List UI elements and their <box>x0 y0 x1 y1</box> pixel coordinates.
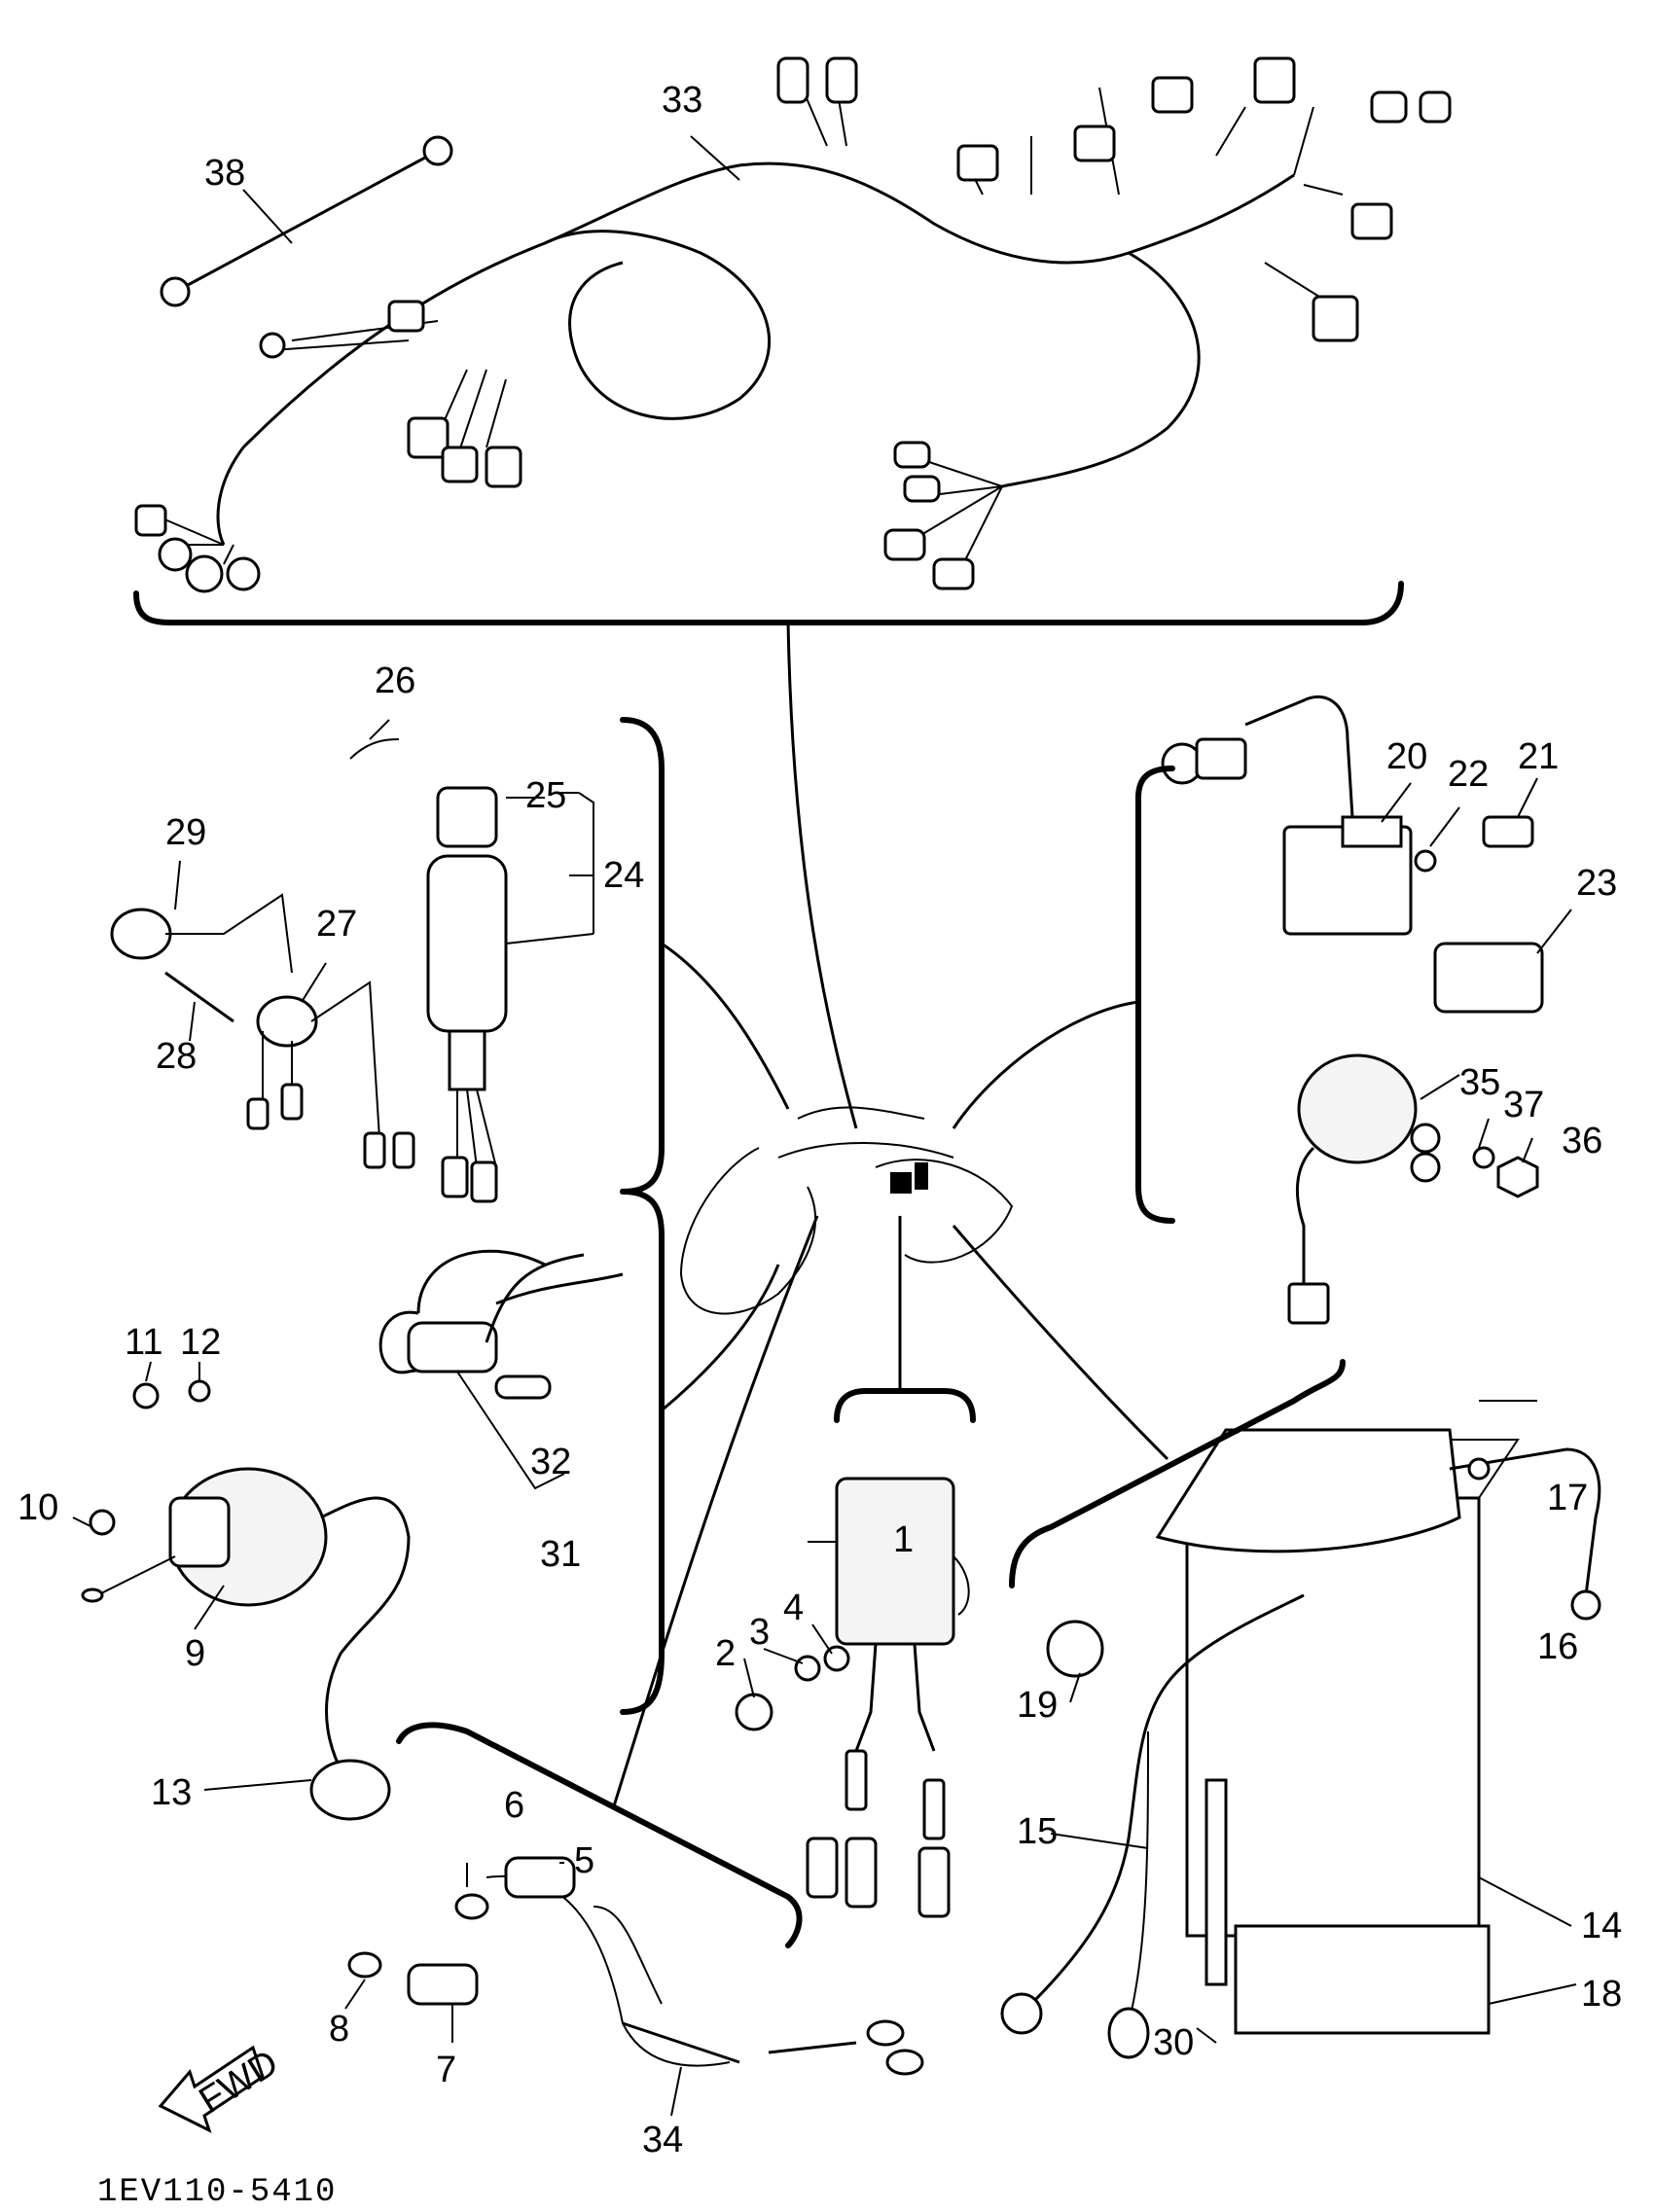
callout-13: 13 <box>151 1772 192 1813</box>
battery-bracket <box>1009 1359 1346 1588</box>
fwd-direction-arrow: FWD <box>158 2043 286 2133</box>
callout-21: 21 <box>1518 736 1559 777</box>
harness-bracket <box>133 581 1404 625</box>
callout-14: 14 <box>1581 1906 1622 1946</box>
leader-lines <box>72 135 1572 2117</box>
callout-23: 23 <box>1576 863 1617 904</box>
callout-22: 22 <box>1448 754 1489 795</box>
callout-37: 37 <box>1503 1085 1544 1125</box>
switch-bracket <box>620 717 665 1195</box>
callout-20: 20 <box>1386 736 1427 777</box>
callout-29: 29 <box>165 812 206 853</box>
starter-relay <box>1287 1053 1539 1325</box>
neutral-switch-harness <box>347 1856 924 2076</box>
wire-clip <box>349 738 400 760</box>
callout-34: 34 <box>642 2120 683 2160</box>
fuse-holder <box>378 1249 624 1490</box>
drawing-code: 1EV110-5410 <box>97 2174 337 2211</box>
callout-16: 16 <box>1537 1626 1578 1667</box>
switch-harness-bracket <box>396 1722 803 1948</box>
main-switch <box>426 786 508 1203</box>
callout-9: 9 <box>185 1633 205 1674</box>
callout-3: 3 <box>749 1612 770 1653</box>
callout-18: 18 <box>1581 1974 1622 2015</box>
callout-25: 25 <box>525 775 566 816</box>
fwd-label: FWD <box>193 2043 286 2122</box>
callout-5: 5 <box>574 1840 594 1881</box>
coil-bracket <box>620 1189 665 1715</box>
callout-26: 26 <box>375 660 415 701</box>
flasher-relay <box>1161 695 1544 1014</box>
callout-12: 12 <box>180 1322 221 1363</box>
callout-27: 27 <box>316 904 357 945</box>
battery-lead <box>160 135 453 307</box>
callout-17: 17 <box>1547 1478 1588 1518</box>
callout-38: 38 <box>204 153 245 194</box>
callout-11: 11 <box>125 1322 162 1363</box>
cdi-bracket <box>834 1388 976 1423</box>
cdi-unit <box>735 1477 970 1918</box>
callout-31: 31 <box>540 1534 581 1575</box>
battery <box>1000 1400 1601 2059</box>
callout-1: 1 <box>893 1519 914 1560</box>
callout-32: 32 <box>530 1442 571 1482</box>
callout-19: 19 <box>1017 1685 1058 1726</box>
ignition-coil <box>81 1379 411 1821</box>
callout-30: 30 <box>1153 2022 1194 2063</box>
callout-35: 35 <box>1459 1062 1500 1103</box>
callout-28: 28 <box>156 1036 197 1077</box>
wire-harness <box>134 56 1452 593</box>
callout-7: 7 <box>436 2050 456 2090</box>
callout-15: 15 <box>1017 1811 1058 1852</box>
callout-36: 36 <box>1562 1121 1602 1161</box>
callout-4: 4 <box>783 1588 804 1628</box>
callout-33: 33 <box>662 80 702 121</box>
callout-2: 2 <box>715 1633 736 1674</box>
vehicle-silhouette <box>679 1106 1014 1315</box>
callout-6: 6 <box>504 1785 524 1826</box>
lighting-switch <box>110 893 415 1169</box>
callout-8: 8 <box>329 2009 349 2050</box>
relay-bracket <box>1135 766 1175 1224</box>
callout-10: 10 <box>18 1487 58 1528</box>
callout-labels: 1 2 3 4 5 6 7 8 9 10 11 12 13 14 15 16 1… <box>18 80 1622 2160</box>
callout-24: 24 <box>603 855 644 896</box>
